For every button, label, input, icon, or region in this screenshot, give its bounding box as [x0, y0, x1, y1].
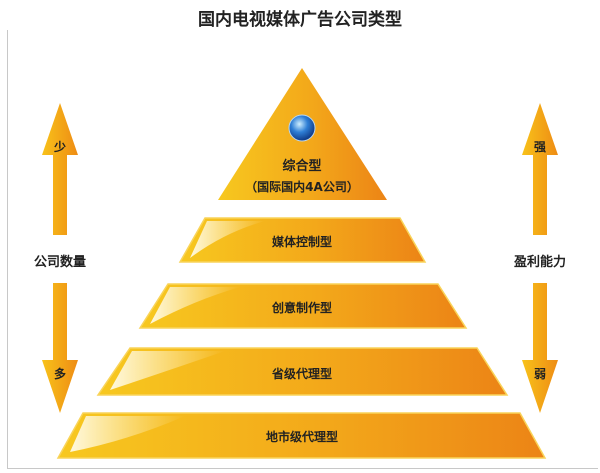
left-axis-label: 公司数量	[33, 249, 87, 272]
layer-2-label: 媒体控制型	[271, 235, 333, 249]
right-axis-label: 盈利能力	[513, 249, 567, 272]
right-bottom-label: 弱	[533, 367, 547, 381]
right-down-arrow	[522, 283, 558, 413]
layer-5-label: 地市级代理型	[265, 430, 339, 444]
layer-3-label: 创意制作型	[271, 301, 333, 315]
pyramid-layer-3	[138, 283, 468, 329]
left-down-arrow	[42, 283, 78, 413]
left-up-arrow	[42, 103, 78, 235]
left-top-label: 少	[53, 140, 67, 154]
pyramid-layer-2	[178, 217, 427, 263]
right-top-label: 强	[533, 140, 547, 154]
globe-icon	[288, 114, 316, 142]
pyramid-layer-4	[96, 347, 509, 396]
layer-1-label: 综合型	[282, 159, 322, 174]
layer-4-label: 省级代理型	[271, 367, 333, 381]
pyramid-layer-5	[56, 412, 547, 459]
diagram-title: 国内电视媒体广告公司类型	[198, 10, 402, 30]
frame-border	[7, 30, 598, 469]
layer-1-sublabel: （国际国内4A公司）	[245, 180, 359, 194]
left-bottom-label: 多	[53, 367, 67, 381]
right-up-arrow	[522, 103, 558, 235]
